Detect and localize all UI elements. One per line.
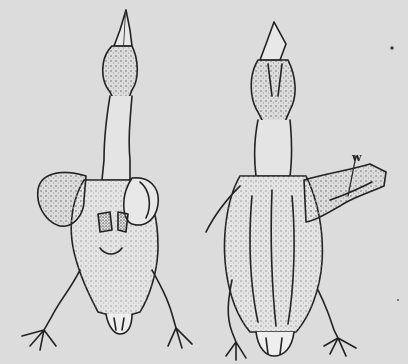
speck-dot — [397, 299, 399, 301]
right-specimen — [206, 22, 386, 360]
left-specimen — [22, 10, 192, 350]
annotation-label: w — [352, 152, 361, 163]
speck-dot — [390, 46, 393, 49]
